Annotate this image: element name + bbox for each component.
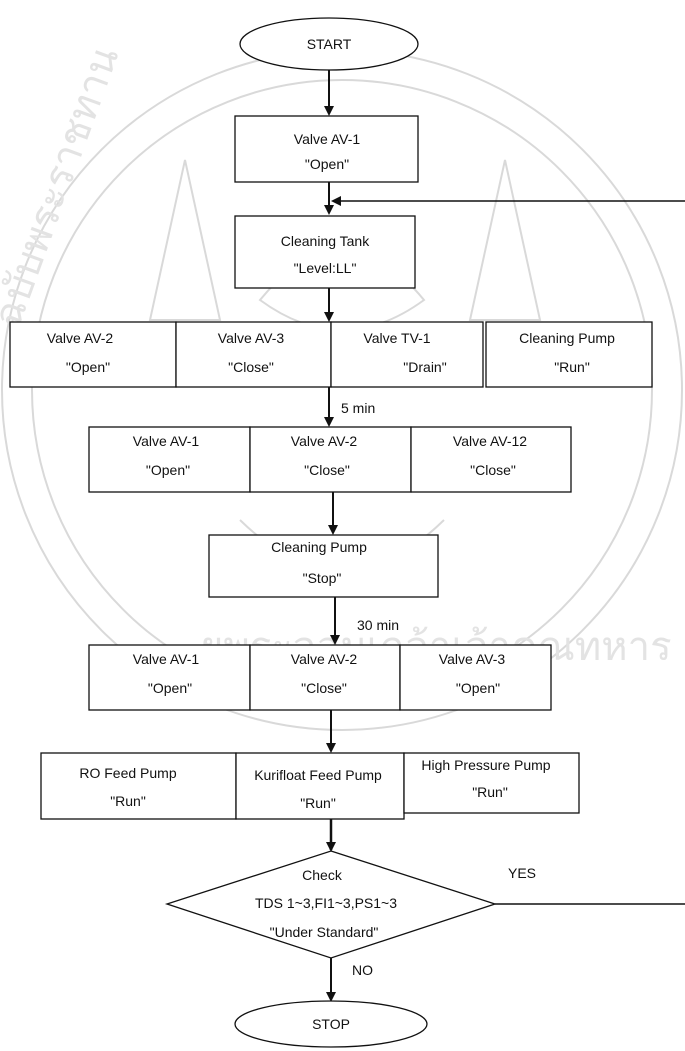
row3-box-av1 [88,644,251,711]
check-criteria: TDS 1~3,FI1~3,PS1~3 [255,895,397,911]
row2-av2-state: "Close" [304,462,350,478]
row2-av1-title: Valve AV-1 [133,433,200,449]
stop-terminator: STOP [234,1000,428,1048]
valve-av1-open-box: Valve AV-1 "Open" [234,115,419,183]
row1-cleaning-pump-title: Cleaning Pump [519,330,615,346]
cleaning-tank-title: Cleaning Tank [281,233,370,249]
row4-box-kurifloat-feed-pump [235,752,405,820]
row1-group: Valve AV-2 "Open" Valve AV-3 "Close" Val… [9,321,653,388]
watermark-text-top-left: ฉบับพระราชทาน [0,41,128,334]
row4-high-pressure-title: High Pressure Pump [421,757,550,773]
start-label: START [307,36,352,52]
row3-av1-state: "Open" [148,680,192,696]
row4-ro-feed-state: "Run" [110,793,146,809]
row1-av2-title: Valve AV-2 [47,330,114,346]
row2-av1-state: "Open" [146,462,190,478]
row4-box-ro-feed-pump [40,752,237,820]
row4-box-high-pressure-pump [403,752,580,814]
row3-group: Valve AV-1 "Open" Valve AV-2 "Close" Val… [88,644,552,711]
row3-av2-title: Valve AV-2 [291,651,358,667]
row1-box-tv1 [330,321,484,388]
start-terminator: START [239,17,419,71]
row2-box-av1 [88,426,251,493]
cleaning-tank-level: "Level:LL" [294,260,357,276]
row1-av2-state: "Open" [66,359,110,375]
row3-av1-title: Valve AV-1 [133,651,200,667]
valve-av1-title: Valve AV-1 [294,131,361,147]
check-decision: Check TDS 1~3,FI1~3,PS1~3 "Under Standar… [164,850,498,959]
edge-label-30-min: 30 min [357,617,399,633]
row3-av3-title: Valve AV-3 [439,651,506,667]
row2-av2-title: Valve AV-2 [291,433,358,449]
row3-box-av2 [249,644,401,711]
valve-av1-state: "Open" [305,156,349,172]
row4-kurifloat-state: "Run" [300,795,336,811]
edge-label-yes: YES [508,865,536,881]
row2-group: Valve AV-1 "Open" Valve AV-2 "Close" Val… [88,426,572,493]
row1-av3-state: "Close" [228,359,274,375]
edge-label-no: NO [352,962,373,978]
cleaning-pump-stop-title: Cleaning Pump [271,539,367,555]
row4-group: RO Feed Pump "Run" Kurifloat Feed Pump "… [40,752,580,820]
cleaning-pump-stop-box: Cleaning Pump "Stop" [208,534,439,598]
check-condition: "Under Standard" [270,924,379,940]
row4-high-pressure-state: "Run" [472,784,508,800]
check-title: Check [302,867,343,883]
row3-av3-state: "Open" [456,680,500,696]
cleaning-pump-stop-state: "Stop" [303,570,342,586]
edge-label-5-min: 5 min [341,400,375,416]
row3-av2-state: "Close" [301,680,347,696]
row1-tv1-state: "Drain" [403,359,446,375]
row1-av3-title: Valve AV-3 [218,330,285,346]
row1-tv1-title: Valve TV-1 [363,330,430,346]
row3-box-av3 [399,644,552,711]
row4-ro-feed-title: RO Feed Pump [79,765,176,781]
cleaning-tank-box: Cleaning Tank "Level:LL" [234,215,416,289]
row1-cleaning-pump-state: "Run" [554,359,590,375]
row2-av12-state: "Close" [470,462,516,478]
row1-box-cleaning-pump [485,321,653,388]
row2-box-av12 [410,426,572,493]
row1-box-av3 [175,321,332,388]
stop-label: STOP [312,1016,350,1032]
row2-av12-title: Valve AV-12 [453,433,527,449]
row4-kurifloat-title: Kurifloat Feed Pump [254,767,382,783]
